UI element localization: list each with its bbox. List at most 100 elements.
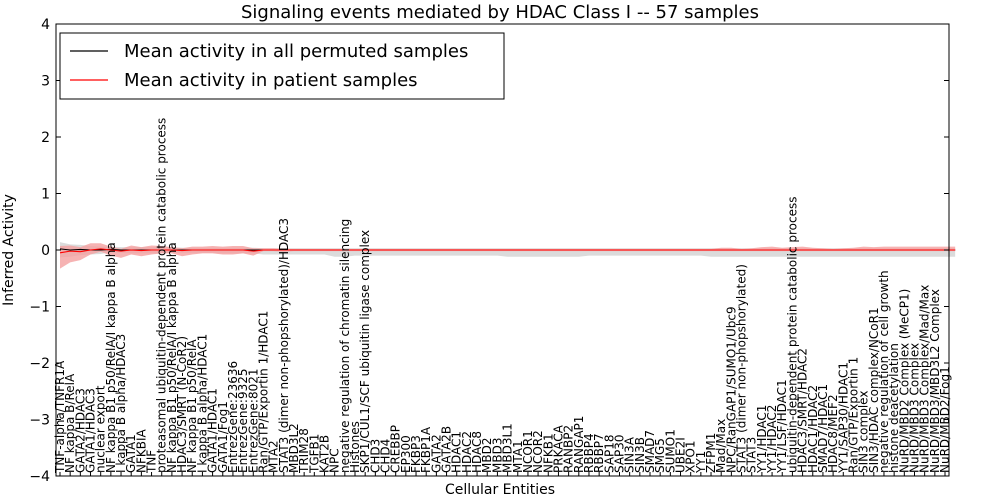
x-category-label: SIN3B [633,437,647,473]
legend: Mean activity in all permuted samples Me… [59,32,505,100]
legend-label-permuted: Mean activity in all permuted samples [124,41,468,62]
x-category-label: negative regulation of chromatin silenci… [338,219,352,473]
y-axis-label: Inferred Activity [1,194,17,306]
x-category-label: NuRD/MBD3/MBD3L2 Complex [928,289,942,473]
x-category-label: HDAC1 [450,431,464,473]
x-category-label: histone deacetylation [887,343,901,473]
y-tick-label: −1 [29,300,50,316]
series-line-1 [59,248,956,254]
x-category-label: GATA1/HDAC3 [84,388,98,473]
x-category-label: SMAD7/HDAC1 [816,384,830,473]
chart-title: Signaling events mediated by HDAC Class … [241,2,759,23]
x-category-label: RBBP4 [582,433,596,473]
x-category-label: NCOR1 [521,430,535,473]
x-category-label: TNF [145,450,159,474]
y-tick-label: −2 [29,356,50,372]
x-category-label: RANGAP1 [572,416,586,473]
x-category-label: GATA1 [124,434,138,473]
x-category-label: MBD3L2 [287,423,301,473]
x-category-label: CREBBP [389,425,403,473]
x-category-label: YY1/LSF/HDAC1 [775,379,789,474]
x-category-label: NFKBIA [134,428,148,473]
x-category-label: GATA2/HDAC3 [73,388,87,473]
x-category-label: negative regulation of cell growth [877,270,891,473]
x-category-label: NF kappa B1 p50/RelA/I kappa B alpha [104,242,118,473]
y-tick-label: 0 [41,243,50,259]
x-category-label: MTA1 [511,440,525,473]
x-category-label: ZFPM1 [704,433,718,473]
x-axis-label: Cellular Entities [445,482,555,498]
x-category-label: STAT3 (dimer non-phopshorylated) [735,264,749,473]
x-category-label: HDAC8 [470,431,484,473]
x-category-label: nuclear export [94,385,108,473]
y-tick-label: 1 [41,187,50,203]
x-category-label: RBBP7 [592,433,606,473]
x-category-label: EntrezGene:9325 [236,369,250,474]
plot-area [59,242,956,269]
x-category-label: PRKACA [551,424,565,473]
x-category-label: TRIM28 [297,428,311,474]
x-category-label: YY1/HDAC2 [765,405,779,474]
legend-box [59,32,505,100]
x-category-label: EntrezGene:23636 [226,361,240,473]
x-category-label: NF kappa B/RelA [63,373,77,473]
x-category-label: UBE2I [674,437,688,473]
x-category-label: NPC [328,448,342,473]
x-category-label: GATA1/Fog1 [216,401,230,473]
x-category-label: GATA1/HDAC1 [206,388,220,473]
x-category-label: EntrezGene:8021 [246,369,260,474]
x-category-label: I kappa B alpha/HDAC1 [195,334,209,473]
x-category-label: Histones [348,421,362,473]
x-category-label: SMG5 [653,438,667,473]
legend-label-patient: Mean activity in patient samples [124,70,418,91]
x-category-label: NF kappa B1 p50/RelA [185,339,199,473]
x-category-label: YY1/HDAC1 [755,405,769,474]
x-category-label: MBD2 [480,438,494,473]
x-category-label: XPO1 [684,440,698,473]
x-category-label: RANBP2 [562,425,576,473]
x-category-label: MTA2 [267,440,281,473]
y-tick-label: −4 [29,469,50,485]
x-category-label: NF kappa B1 p50/RelA/I kappa B alpha [165,242,179,473]
x-category-label: CHD3 [368,439,382,473]
x-category-label: KAT2B [317,435,331,473]
x-category-label: HDAC3/SMRT/HDAC2 [796,348,810,473]
x-category-label: GATA2 [429,434,443,473]
x-category-label: YY1/SAP30/HDAC1 [836,362,850,474]
x-category-label: SUMO1 [663,429,677,473]
x-category-label: SMAD7 [643,430,657,473]
x-category-label: proteasomal ubiquitin-dependent protein … [155,118,169,473]
x-category-label: HDAC1/HDAC2 [806,385,820,473]
x-category-label: HDAC3/SMRT (N-CoR2) [175,336,189,473]
x-category-label: MBD3 [490,438,504,473]
x-category-label: Mad/Max [714,419,728,473]
x-category-label: TGFB1 [307,434,321,474]
x-category-label: NuRD/MBD3 Complex/Mad/Max [918,285,932,473]
x-category-label: CHD4 [379,439,393,473]
x-category-label: SKP1/CUL1/SCF ubiquitin ligase complex [358,230,372,473]
x-category-label: NFKB1 [541,433,555,473]
x-category-label: I kappa B alpha/HDAC3 [114,334,128,473]
x-category-label: Ran/GTP/Exportin 1/HDAC1 [256,311,270,473]
y-tick-label: 4 [41,17,50,33]
x-category-label: EP300 [399,435,413,473]
x-category-label: FKBP3 [409,435,423,473]
y-tick-label: −3 [29,413,50,429]
x-category-label: GATA2B [440,426,454,473]
x-category-label: NuRD/MBD2 Complex (MeCP1) [897,289,911,473]
x-category-label: SAP18 [602,434,616,473]
x-category-label: MBD3L1 [501,423,515,473]
x-category-label: NCOR2 [531,430,545,473]
x-category-label: YY1 [694,451,708,474]
x-category-label: SAP30 [612,434,626,473]
x-category-label: NPC/RanGAP1/SUMO1/Ubc9 [724,306,738,473]
x-category-label: SIN3 complex [857,391,871,473]
x-category-label: NuRD/MBD2/Fog1 [938,366,952,473]
x-category-label: HDAC8/MEF2 [826,394,840,473]
x-category-label: Ran/GTP/Exportin 1 [846,357,860,473]
x-category-label: STAT3 [745,437,759,473]
x-category-label: NuRD/MBD3 Complex [907,343,921,473]
